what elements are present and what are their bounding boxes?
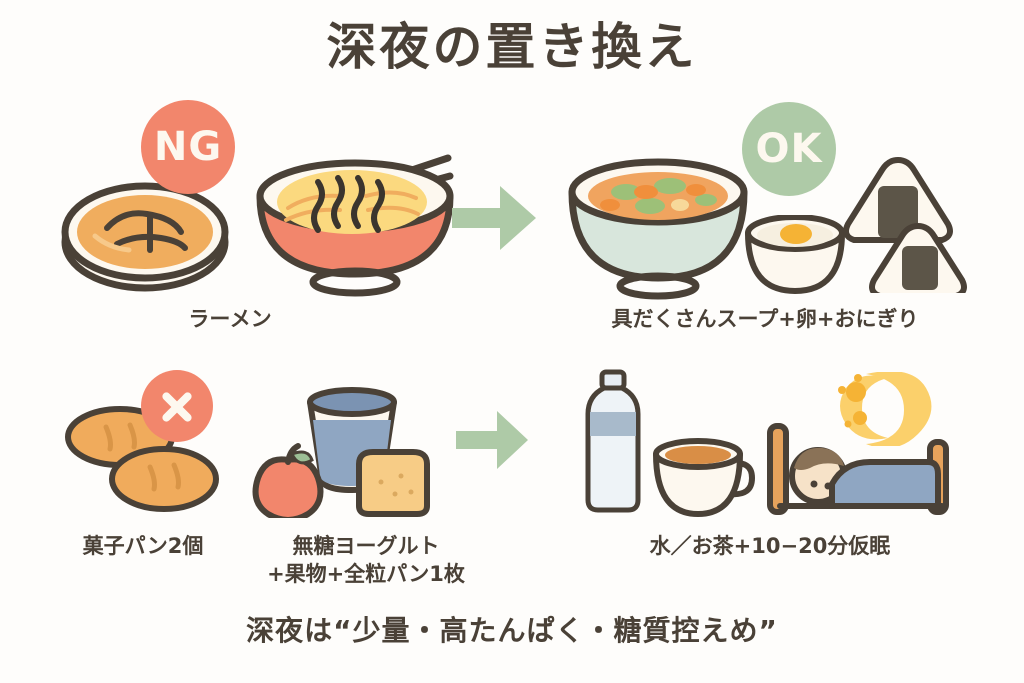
tea-cup-icon bbox=[648, 438, 763, 518]
caption-row2-before-yogurt-line1: 無糖ヨーグルト bbox=[292, 534, 440, 558]
sleeping-person-icon bbox=[762, 418, 962, 518]
caption-row2-before-buns: 菓子パン2個 bbox=[82, 534, 204, 558]
arrow-right-icon bbox=[448, 178, 540, 262]
caption-row2-before-yogurt-line2: +果物+全粒パン1枚 bbox=[267, 562, 465, 586]
page-title: 深夜の置き換え bbox=[326, 18, 698, 76]
curry-plate-icon bbox=[55, 170, 235, 300]
close-icon bbox=[158, 387, 196, 425]
sweet-buns-icon bbox=[58, 405, 238, 520]
caption-row2-after: 水／お茶+10−20分仮眠 bbox=[649, 534, 891, 558]
status-badge-ok: OK bbox=[742, 102, 836, 196]
egg-bowl-icon bbox=[740, 214, 850, 300]
caption-row1-before: ラーメン bbox=[188, 307, 272, 331]
badge-ok-label: OK bbox=[755, 126, 823, 172]
badge-ng-label: NG bbox=[153, 124, 223, 170]
summary-note: 深夜は“少量・高たんぱく・糖質控えめ” bbox=[246, 614, 778, 647]
status-badge-ng: NG bbox=[141, 100, 235, 194]
caption-row1-after: 具だくさんスープ+卵+おにぎり bbox=[611, 307, 919, 331]
status-badge-x bbox=[141, 370, 213, 442]
vegetable-soup-bowl-icon bbox=[560, 150, 755, 305]
ramen-bowl-icon bbox=[240, 130, 470, 305]
crescent-moon-icon bbox=[828, 371, 948, 449]
apple-icon bbox=[248, 438, 328, 523]
arrow-right-icon bbox=[452, 405, 532, 479]
water-bottle-icon bbox=[578, 368, 648, 516]
toast-slice-icon bbox=[345, 448, 435, 518]
onigiri-icon bbox=[828, 148, 968, 299]
